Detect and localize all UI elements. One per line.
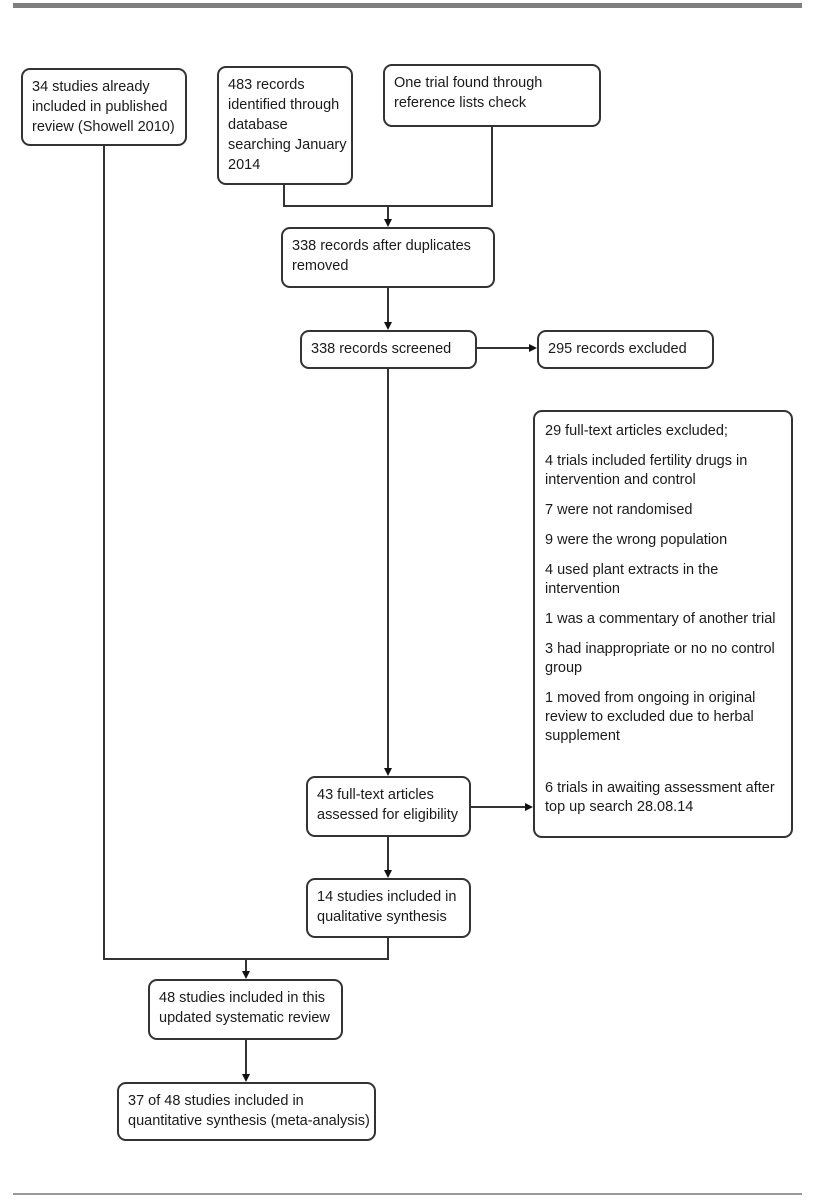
- arrowhead-into-updated-review: [242, 971, 250, 979]
- exclusion-line: 1 was a commentary of another trial: [545, 611, 776, 627]
- arrowhead-into-excluded: [529, 344, 537, 352]
- box-included-published-review: 34 studies already included in published…: [21, 68, 187, 146]
- connector-top-junction: [283, 205, 493, 207]
- connector-screened-to-excluded: [477, 347, 529, 349]
- arrowhead-into-quantitative: [242, 1074, 250, 1082]
- exclusion-line: 7 were not randomised: [545, 502, 693, 518]
- connector-bottom-junction: [103, 958, 389, 960]
- connector-fulltext-to-qualitative: [387, 837, 389, 871]
- box-reference-lists-check: One trial found through reference lists …: [383, 64, 601, 127]
- box-fulltext-exclusion-reasons: 29 full-text articles excluded; 4 trials…: [533, 410, 793, 838]
- connector-published-review-down: [103, 146, 105, 960]
- box-updated-review: 48 studies included in this updated syst…: [148, 979, 343, 1040]
- connector-qualitative-down: [387, 938, 389, 960]
- arrowhead-into-screened: [384, 322, 392, 330]
- box-fulltext-assessed: 43 full-text articles assessed for eligi…: [306, 776, 471, 837]
- exclusion-line: 29 full-text articles excluded;: [545, 423, 728, 439]
- exclusion-line: 9 were the wrong population: [545, 532, 728, 548]
- exclusion-line-awaiting-assessment: 6 trials in awaiting assessment after to…: [545, 780, 775, 815]
- arrowhead-into-fulltext: [384, 768, 392, 776]
- exclusion-line: 4 trials included fertility drugs in int…: [545, 453, 748, 488]
- exclusion-line: 3 had inappropriate or no no control gro…: [545, 641, 775, 676]
- connector-junction-to-duplicates: [387, 207, 389, 220]
- connector-junction-to-updated-review: [245, 960, 247, 972]
- arrowhead-into-duplicates: [384, 219, 392, 227]
- box-records-screened: 338 records screened: [300, 330, 477, 369]
- box-records-excluded: 295 records excluded: [537, 330, 714, 369]
- arrowhead-into-exclusions: [525, 803, 533, 811]
- connector-duplicates-to-screened: [387, 288, 389, 322]
- connector-reference-down: [491, 127, 493, 207]
- box-qualitative-synthesis: 14 studies included in qualitative synth…: [306, 878, 471, 938]
- connector-updated-to-quantitative: [245, 1040, 247, 1075]
- box-after-duplicates-removed: 338 records after duplicates removed: [281, 227, 495, 288]
- connector-screened-to-fulltext: [387, 369, 389, 769]
- top-rule: [13, 3, 802, 8]
- box-quantitative-synthesis: 37 of 48 studies included in quantitativ…: [117, 1082, 376, 1141]
- exclusion-line: 4 used plant extracts in the interventio…: [545, 562, 719, 597]
- exclusion-line: 1 moved from ongoing in original review …: [545, 690, 756, 744]
- bottom-rule: [13, 1193, 802, 1195]
- connector-identified-down: [283, 185, 285, 207]
- box-records-identified: 483 records identified through database …: [217, 66, 353, 185]
- connector-fulltext-to-exclusions: [471, 806, 525, 808]
- arrowhead-into-qualitative: [384, 870, 392, 878]
